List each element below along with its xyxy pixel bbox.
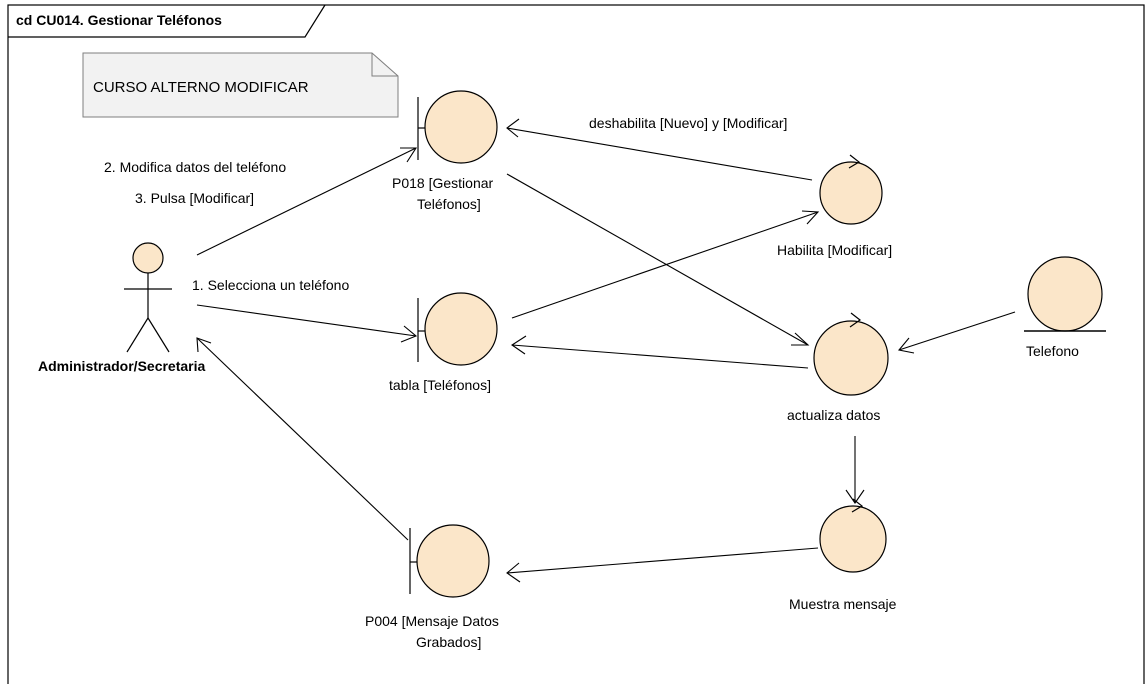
control-muestra-label: Muestra mensaje <box>789 596 897 612</box>
message-3: 3. Pulsa [Modificar] <box>135 190 254 206</box>
boundary-p004: P004 [Mensaje Datos Grabados] <box>365 524 499 650</box>
boundary-p018-label-2: Teléfonos] <box>417 196 481 212</box>
entity-telefono: Telefono <box>1024 256 1106 359</box>
boundary-p004-label-2: Grabados] <box>416 634 481 650</box>
control-actualiza-label: actualiza datos <box>787 407 880 423</box>
edge-telefono-actualiza <box>898 311 1016 351</box>
boundary-tabla: tabla [Teléfonos] <box>389 292 498 393</box>
edge-habilita-p018 <box>506 127 813 181</box>
edge-actor-tabla <box>196 304 417 337</box>
connections <box>196 118 1016 583</box>
edge-p004-actor <box>196 337 409 541</box>
actor: Administrador/Secretaria <box>38 242 205 374</box>
frame-title: cd CU014. Gestionar Teléfonos <box>16 12 222 28</box>
edge-actualiza-tabla <box>511 344 809 369</box>
control-habilita: Habilita [Modificar] <box>777 154 892 258</box>
message-4: deshabilita [Nuevo] y [Modificar] <box>589 115 787 131</box>
boundary-p018: P018 [Gestionar Teléfonos] <box>392 90 498 212</box>
note: CURSO ALTERNO MODIFICAR <box>82 52 399 118</box>
note-text: CURSO ALTERNO MODIFICAR <box>93 79 309 96</box>
message-2: 2. Modifica datos del teléfono <box>104 159 286 175</box>
actor-label: Administrador/Secretaria <box>38 358 205 374</box>
edge-actor-p018 <box>196 147 417 256</box>
message-labels: 1. Selecciona un teléfono 2. Modifica da… <box>104 115 787 293</box>
diagram-frame: cd CU014. Gestionar Teléfonos <box>7 4 1145 684</box>
message-1: 1. Selecciona un teléfono <box>192 277 349 293</box>
boundary-tabla-label: tabla [Teléfonos] <box>389 377 491 393</box>
control-habilita-label: Habilita [Modificar] <box>777 242 892 258</box>
edge-muestra-p004 <box>506 547 819 574</box>
boundary-p018-label-1: P018 [Gestionar <box>392 175 494 191</box>
edge-p018-actualiza <box>506 173 809 346</box>
boundary-p004-label-1: P004 [Mensaje Datos <box>365 613 499 629</box>
entity-telefono-label: Telefono <box>1026 343 1079 359</box>
edge-tabla-habilita <box>511 211 819 319</box>
control-muestra: Muestra mensaje <box>789 498 897 612</box>
control-actualiza: actualiza datos <box>787 312 889 423</box>
